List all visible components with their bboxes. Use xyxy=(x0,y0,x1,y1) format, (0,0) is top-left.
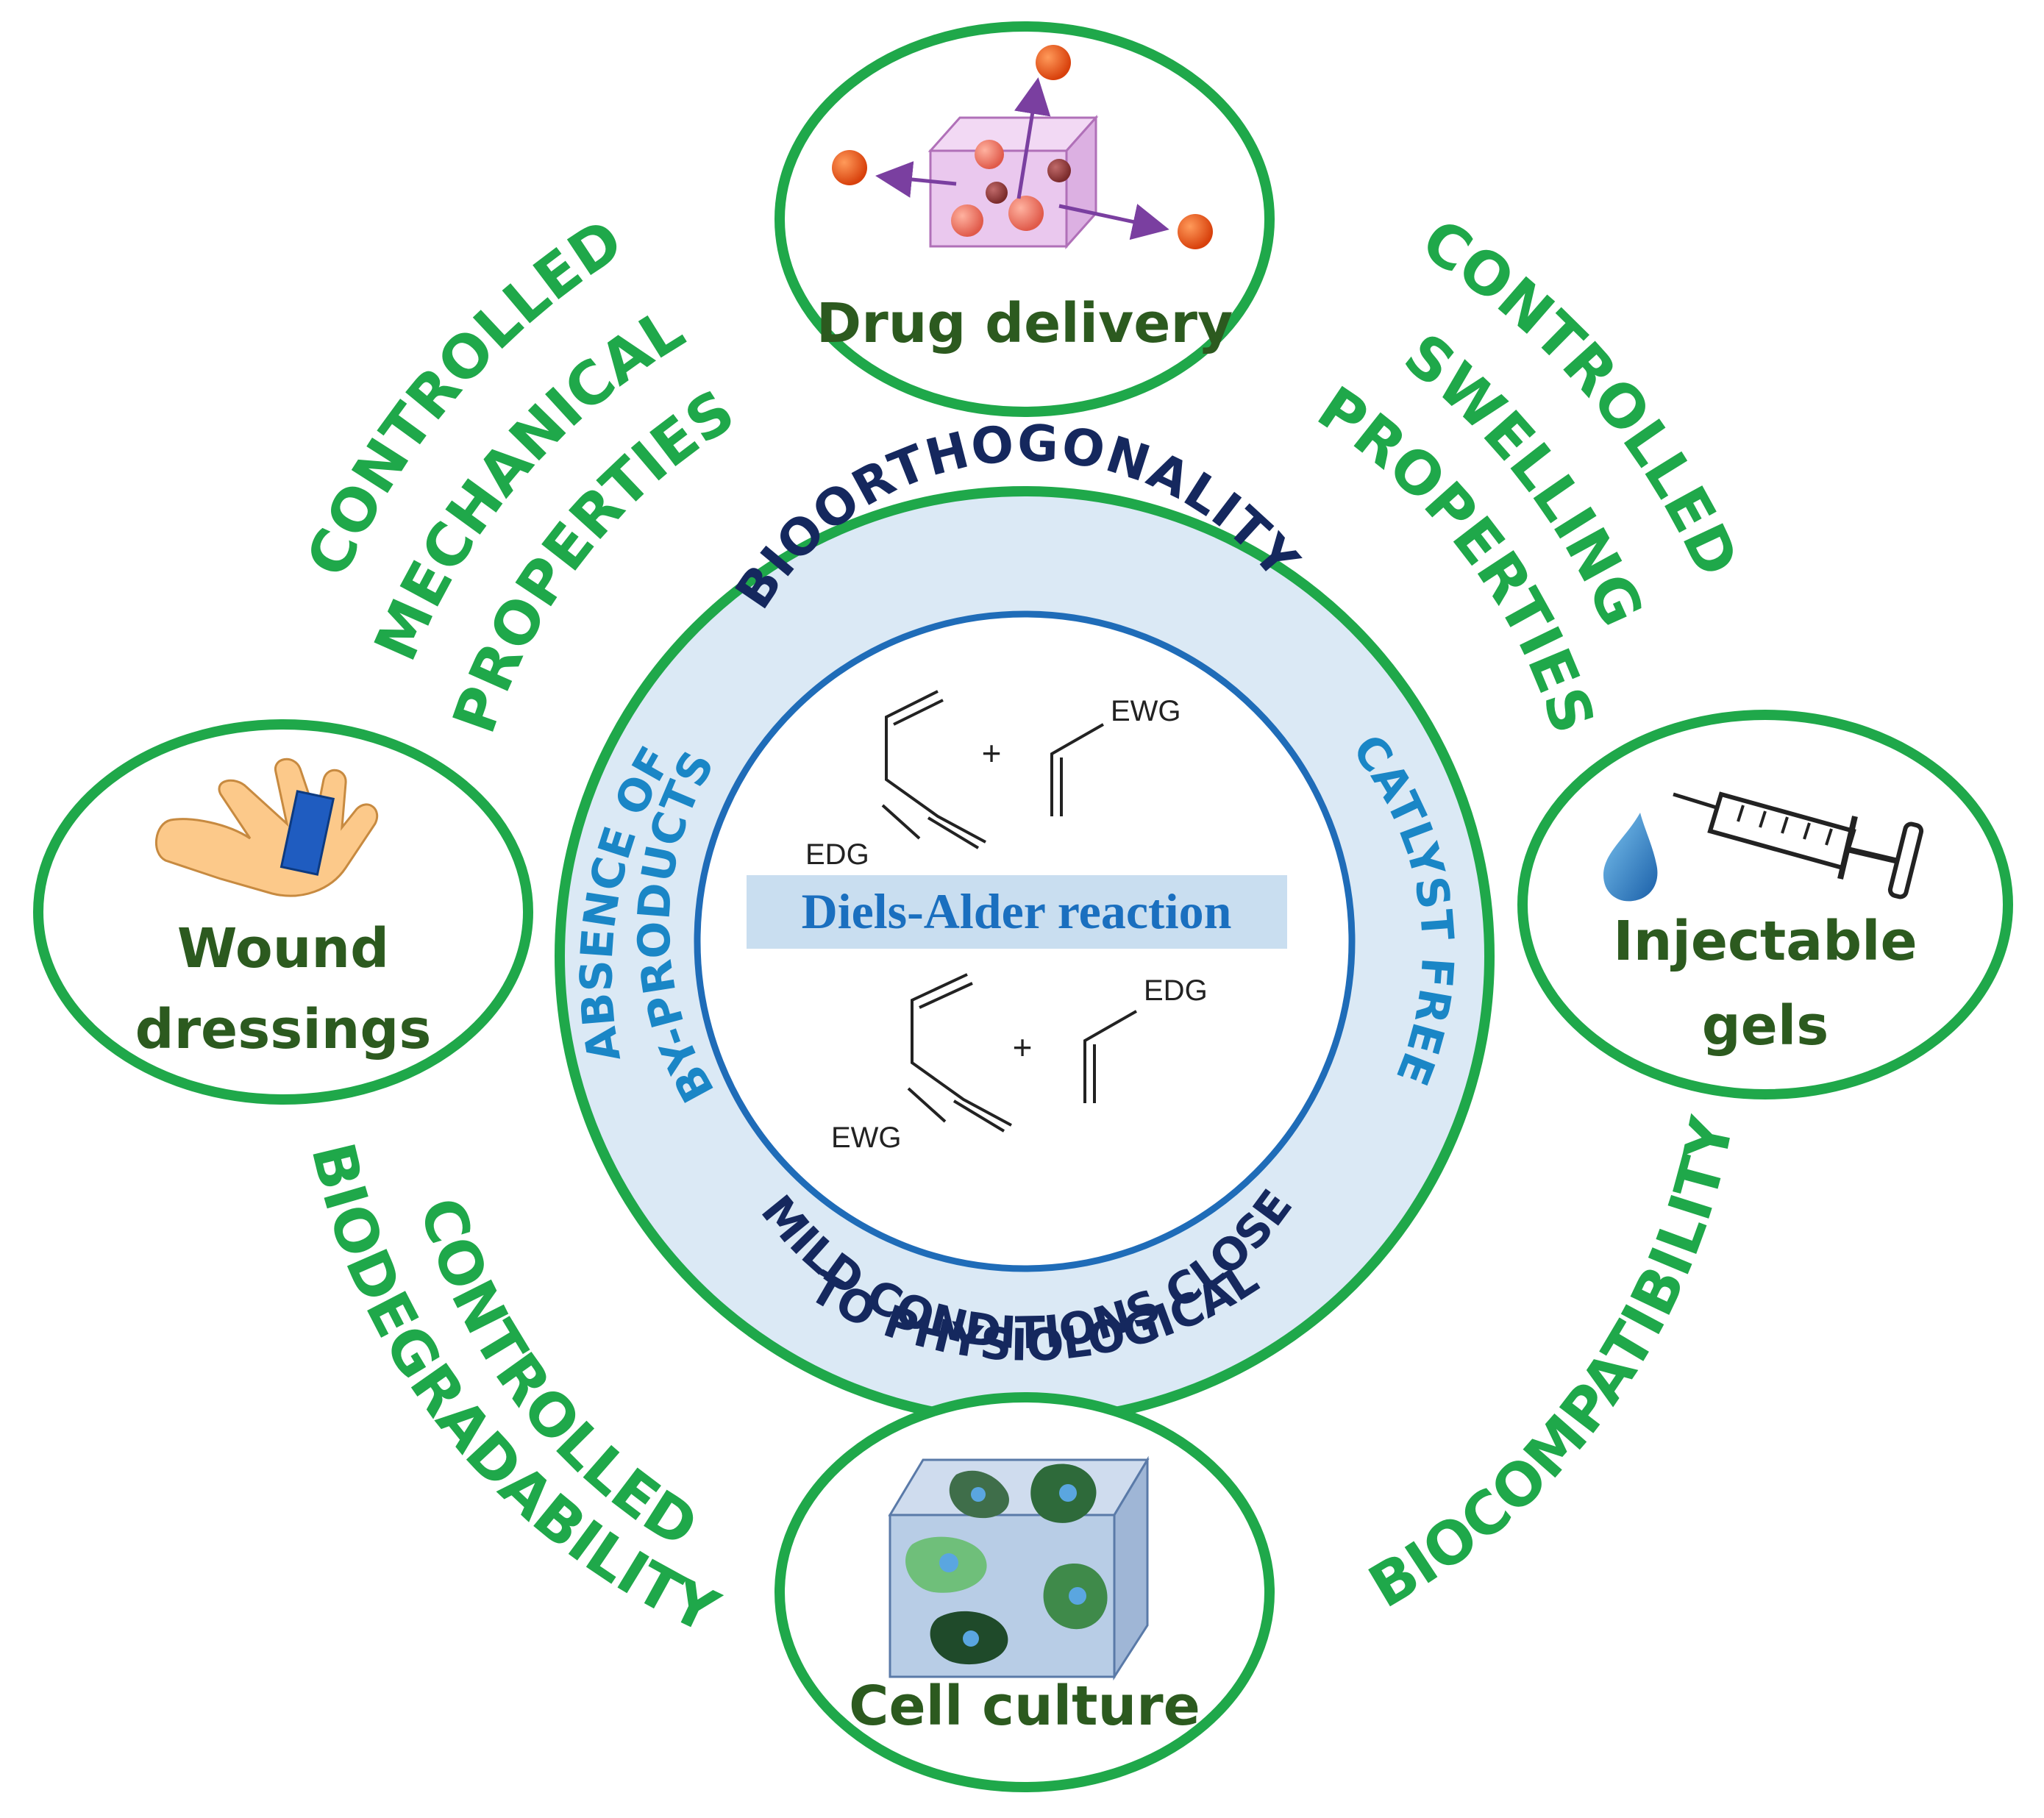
app-cell-culture-label: Cell culture xyxy=(849,1675,1200,1738)
reaction-2 xyxy=(907,973,1137,1133)
app-drug-delivery: Drug delivery xyxy=(774,21,1275,417)
ewg-bond-2 xyxy=(907,1087,947,1123)
dienophile-1 xyxy=(1050,723,1104,816)
app-cell-culture: Cell culture xyxy=(774,1392,1275,1792)
banner-title: Diels-Alder reaction xyxy=(802,883,1232,939)
reaction-2-edg: EDG xyxy=(1144,974,1208,1007)
app-injectable-gels: Injectable gels xyxy=(1517,710,2013,1099)
app-drug-delivery-label: Drug delivery xyxy=(816,292,1233,355)
reaction-2-ewg: EWG xyxy=(831,1122,902,1154)
edg-bond-1 xyxy=(881,804,921,840)
app-injectable-gels-line1: Injectable xyxy=(1613,910,1917,973)
drug-release-cube-icon xyxy=(832,45,1213,249)
reaction-1 xyxy=(881,690,1104,849)
dienophile-2 xyxy=(1083,1010,1137,1103)
app-injectable-gels-circle xyxy=(1517,710,2013,1099)
diene-2 xyxy=(911,973,1012,1127)
app-injectable-gels-line2: gels xyxy=(1702,994,1829,1058)
cells-in-gel-icon xyxy=(888,1455,1150,1681)
app-wound-dressings-line2: dressings xyxy=(135,998,432,1061)
drop xyxy=(1603,813,1658,902)
hand-bandage-icon xyxy=(154,758,379,897)
bandage xyxy=(279,790,335,876)
central-circle xyxy=(555,486,1495,1426)
reaction-1-ewg: EWG xyxy=(1111,695,1181,727)
banner-box xyxy=(747,875,1287,949)
reaction-1-edg: EDG xyxy=(805,838,869,871)
app-wound-dressings: Wound dressings xyxy=(33,719,533,1105)
reaction-1-plus: + xyxy=(982,734,1002,772)
syringe-drop-icon xyxy=(1603,791,1924,902)
app-wound-dressings-circle xyxy=(33,719,533,1105)
reaction-2-plus: + xyxy=(1013,1028,1033,1066)
diene-1 xyxy=(885,690,986,844)
app-wound-dressings-line1: Wound xyxy=(177,917,389,980)
